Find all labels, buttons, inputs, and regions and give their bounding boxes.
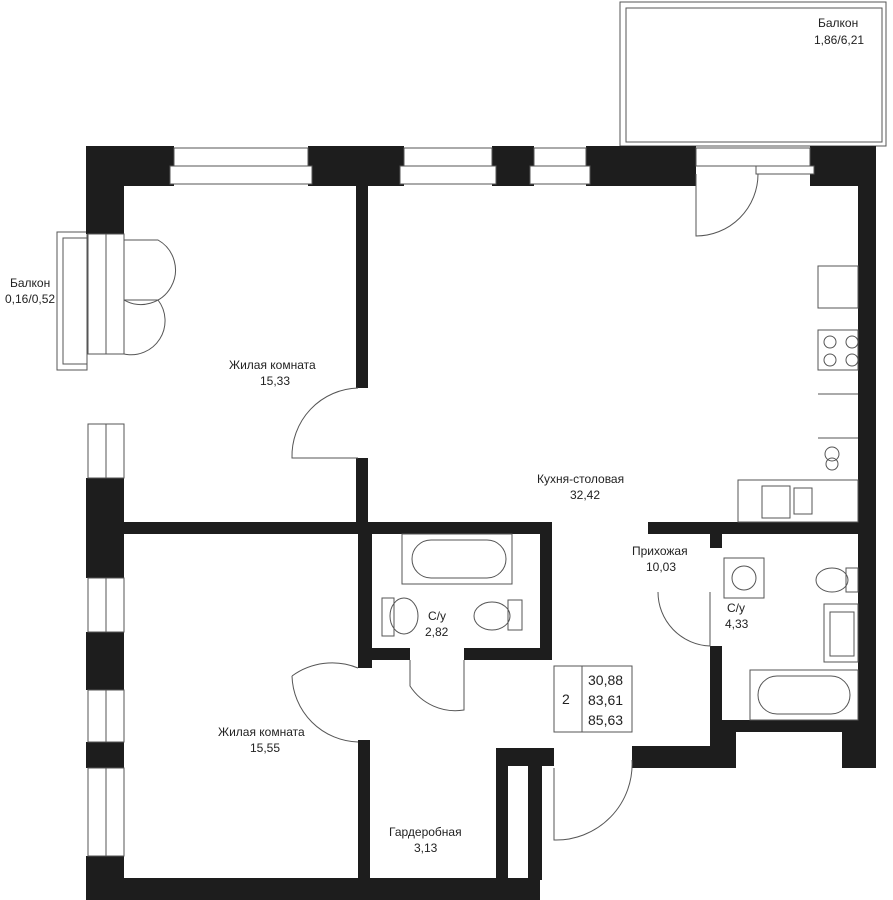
room-name: С/у: [727, 601, 745, 615]
room-name: Жилая комната: [218, 725, 305, 739]
room-name: Гардеробная: [389, 825, 462, 839]
doors: [123, 173, 759, 841]
room-area: 0,16/0,52: [5, 292, 55, 306]
room-labels: Балкон 1,86/6,21 Балкон 0,16/0,52 Жилая …: [5, 16, 864, 855]
room-name: С/у: [428, 609, 446, 623]
walls: [86, 146, 876, 900]
room-name: Жилая комната: [229, 358, 316, 372]
room-name: Прихожая: [632, 544, 688, 558]
room-area: 10,03: [646, 560, 676, 574]
rooms-count: 2: [562, 691, 570, 707]
summary-value: 30,88: [588, 672, 623, 688]
fixtures: [381, 265, 859, 721]
summary-value: 83,61: [588, 692, 623, 708]
room-name: Балкон: [10, 276, 50, 290]
room-area: 2,82: [425, 625, 449, 639]
summary: 2 30,88 83,61 85,63: [562, 672, 623, 728]
balcony-left: [56, 231, 88, 371]
room-name: Кухня-столовая: [537, 472, 624, 486]
balcony-top: [619, 1, 887, 147]
room-area: 15,33: [260, 374, 290, 388]
room-area: 4,33: [725, 617, 749, 631]
windows: [87, 147, 815, 857]
summary-value: 85,63: [588, 712, 623, 728]
summary-box: [553, 665, 633, 733]
room-area: 15,55: [250, 741, 280, 755]
room-area: 3,13: [414, 841, 438, 855]
room-area: 1,86/6,21: [814, 33, 864, 47]
room-name: Балкон: [818, 16, 858, 30]
room-area: 32,42: [570, 488, 600, 502]
